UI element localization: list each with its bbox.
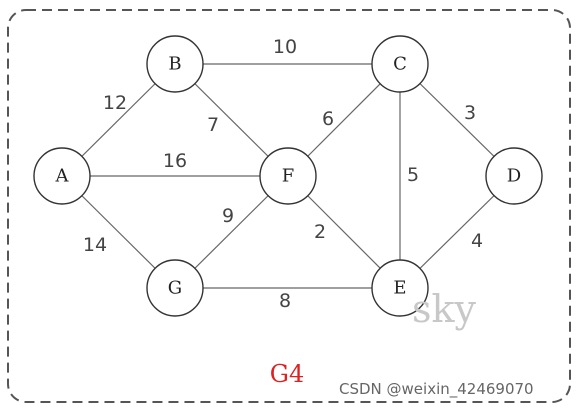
watermark-sky: sky bbox=[412, 287, 477, 331]
edge-weight-a-b: 12 bbox=[103, 92, 127, 114]
nodes-layer: A B C D E F G bbox=[33, 35, 543, 317]
edge-weight-c-d: 3 bbox=[464, 102, 476, 124]
node-b: B bbox=[146, 35, 204, 93]
graph-caption: G4 bbox=[270, 360, 304, 388]
watermark-credit: CSDN @weixin_42469070 bbox=[339, 380, 534, 399]
node-circle bbox=[371, 35, 429, 93]
node-label: F bbox=[282, 166, 295, 187]
edge-weight-c-e: 5 bbox=[407, 164, 419, 186]
edge-weight-b-c: 10 bbox=[273, 36, 297, 58]
edge-weight-f-e: 2 bbox=[314, 221, 326, 243]
node-circle bbox=[146, 259, 204, 317]
edge-weight-f-g: 9 bbox=[222, 205, 234, 227]
weights-layer: 10 12 7 6 3 16 5 9 2 4 14 8 bbox=[83, 36, 483, 312]
edge-weight-a-f: 16 bbox=[163, 150, 187, 172]
node-f: F bbox=[259, 147, 317, 205]
dashed-frame bbox=[7, 9, 571, 403]
node-d: D bbox=[485, 147, 543, 205]
node-label: G bbox=[168, 278, 182, 299]
node-circle bbox=[146, 35, 204, 93]
edge-weight-b-f: 7 bbox=[207, 114, 219, 136]
edge-weight-a-g: 14 bbox=[83, 234, 107, 256]
node-e: E bbox=[371, 259, 429, 317]
node-g: G bbox=[146, 259, 204, 317]
node-circle bbox=[259, 147, 317, 205]
node-label: B bbox=[168, 54, 181, 75]
edge-weight-d-e: 4 bbox=[471, 230, 483, 252]
node-c: C bbox=[371, 35, 429, 93]
node-a: A bbox=[33, 147, 91, 205]
node-label: A bbox=[55, 166, 70, 187]
node-label: D bbox=[507, 166, 521, 187]
node-circle bbox=[33, 147, 91, 205]
node-label: E bbox=[393, 278, 406, 299]
node-label: C bbox=[393, 54, 407, 75]
edge-weight-g-e: 8 bbox=[279, 290, 291, 312]
node-circle bbox=[485, 147, 543, 205]
edge-weight-c-f: 6 bbox=[322, 108, 334, 130]
node-circle bbox=[371, 259, 429, 317]
